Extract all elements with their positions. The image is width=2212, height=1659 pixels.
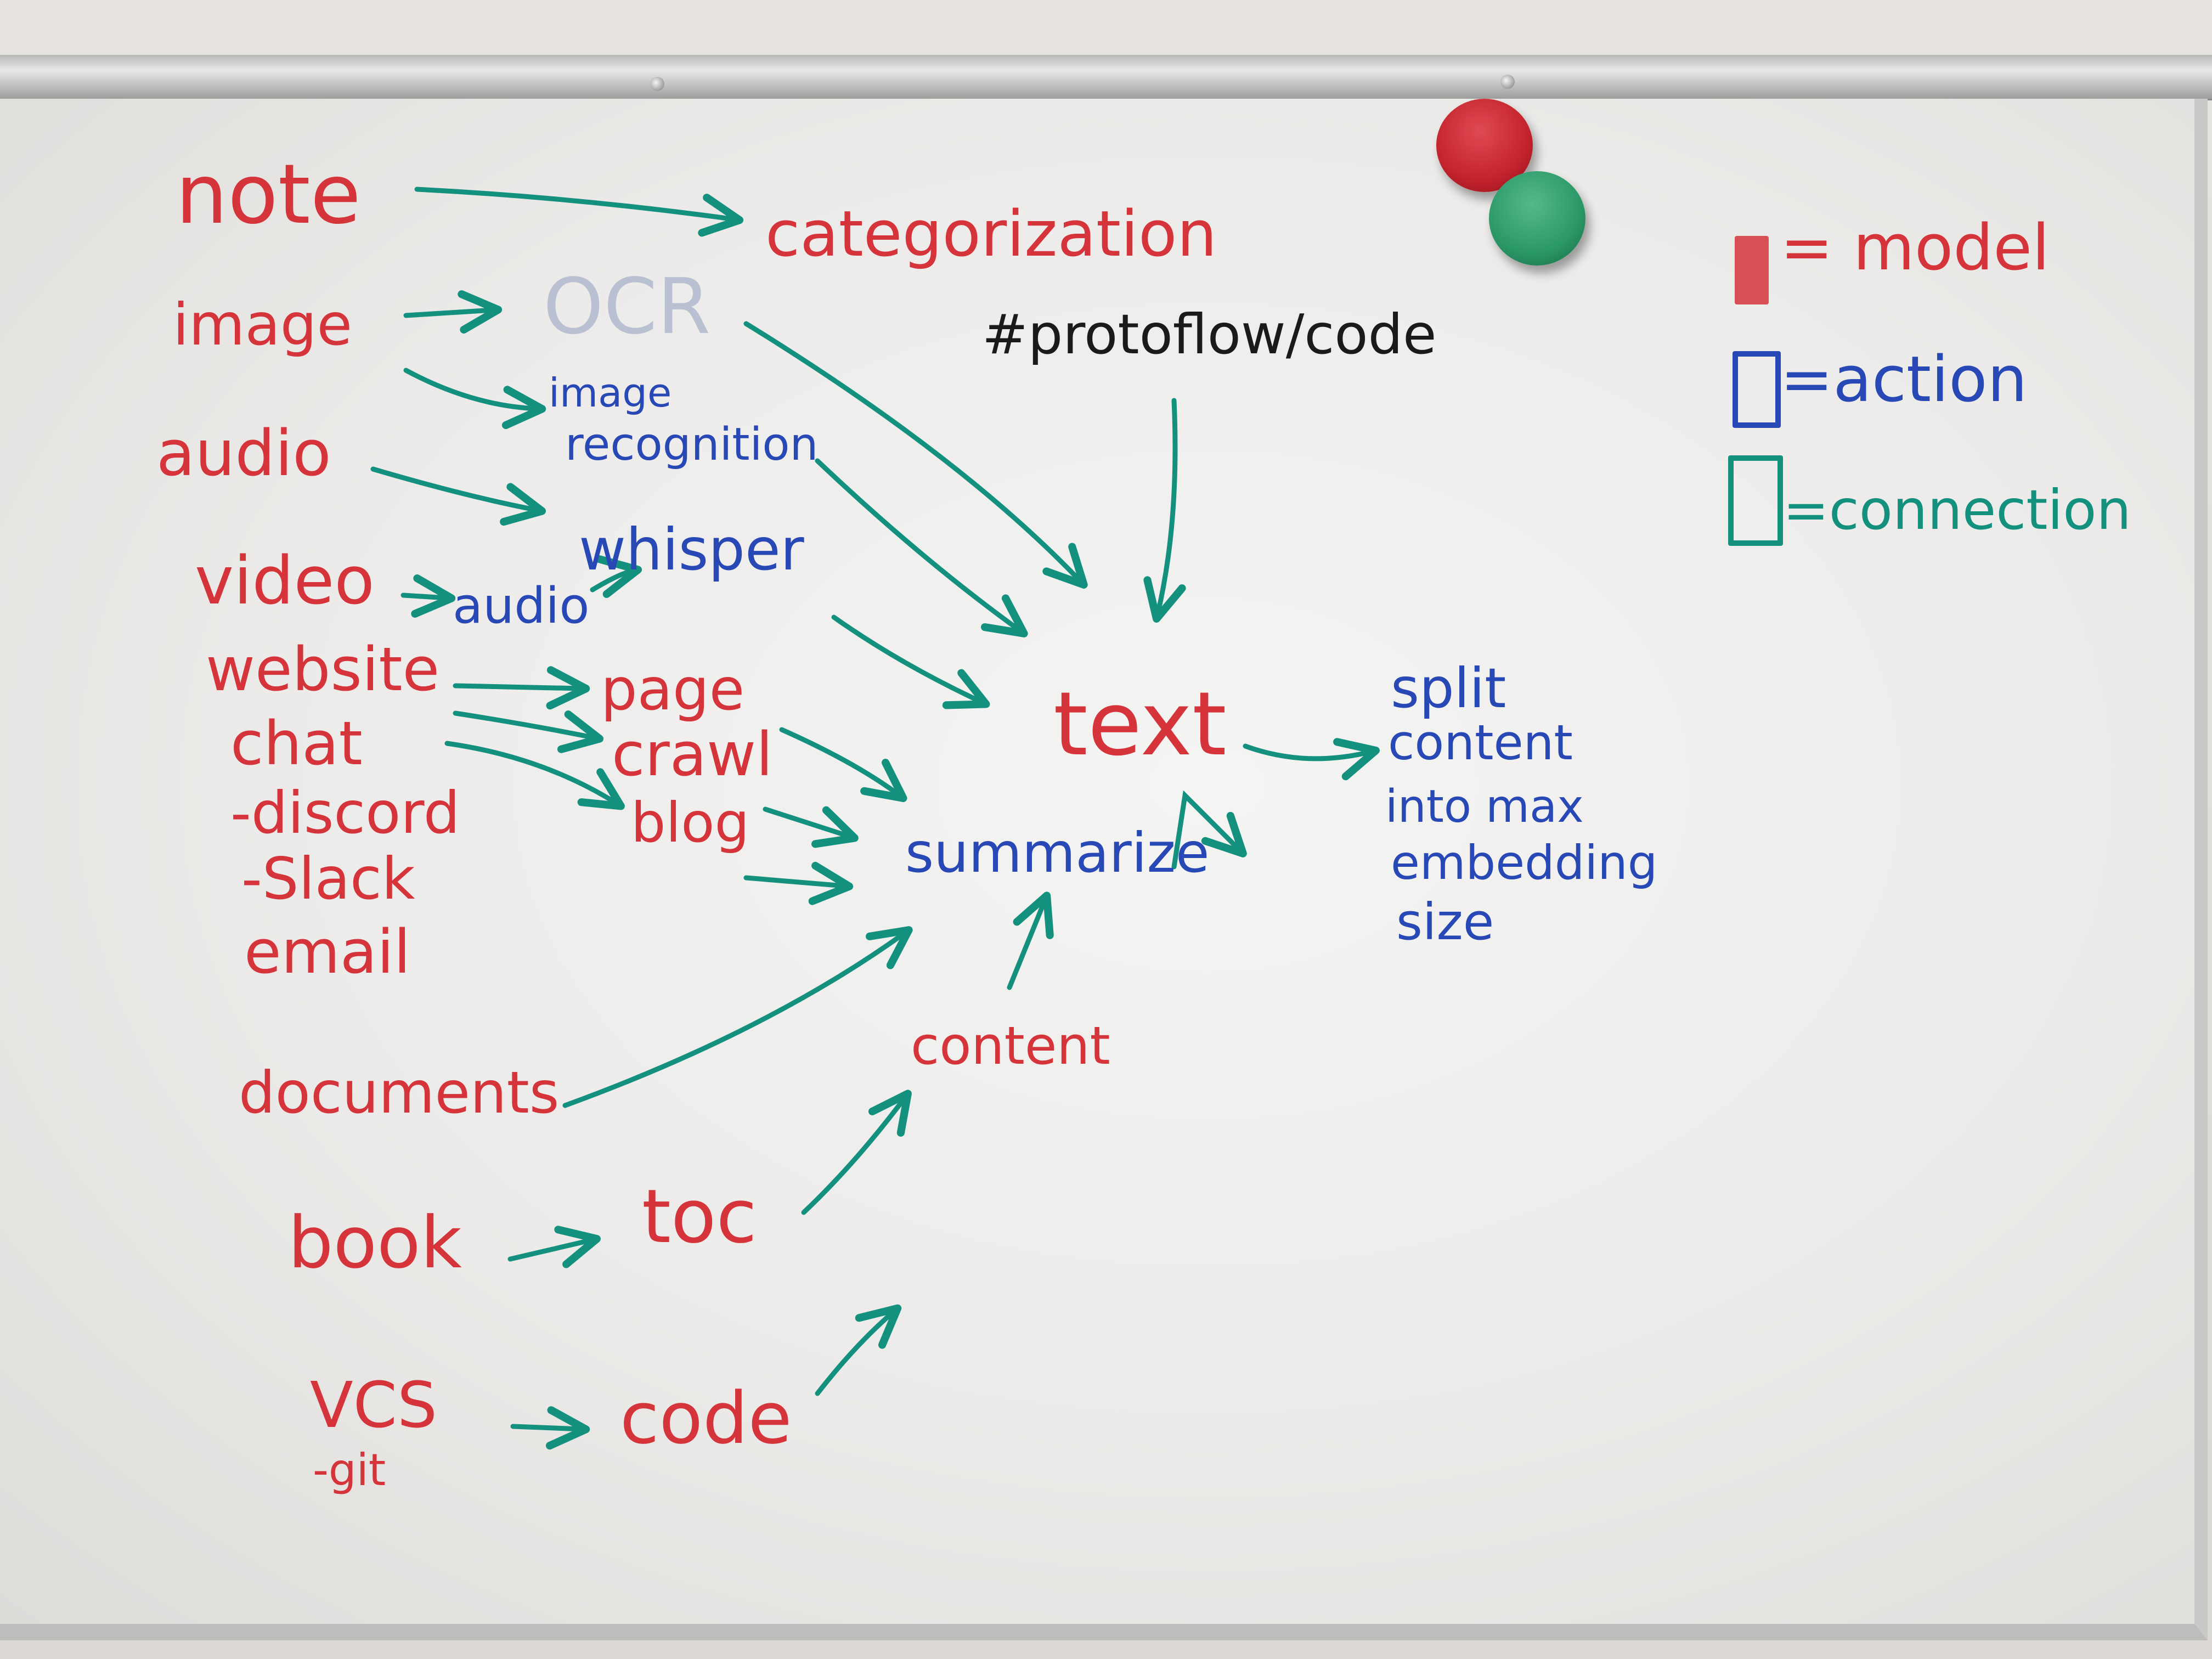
node-note: note xyxy=(176,147,361,242)
arrow-summarize-text xyxy=(1171,790,1247,870)
node-split-line3: into max xyxy=(1385,781,1584,833)
node-discord: -discord xyxy=(230,780,460,847)
arrow-code-content xyxy=(815,1304,902,1396)
node-content: content xyxy=(911,1016,1110,1076)
arrow-ocr-text xyxy=(743,321,1088,589)
legend-connection-label: =connection xyxy=(1783,478,2131,542)
node-chat: chat xyxy=(230,708,363,778)
node-crawl: crawl xyxy=(612,719,773,789)
node-whisper: whisper xyxy=(579,516,804,583)
node-summarize: summarize xyxy=(905,821,1210,885)
arrow-toc-content xyxy=(801,1090,912,1215)
node-ocr: OCR xyxy=(543,262,711,352)
arrow-video-audio xyxy=(400,574,456,618)
node-image: image xyxy=(173,291,353,358)
node-video: video xyxy=(195,543,375,619)
arrow-whisper-text xyxy=(831,614,990,709)
node-split-line1: split xyxy=(1391,656,1506,720)
node-vcs: VCS xyxy=(310,1369,437,1442)
node-image-recognition-line2: recognition xyxy=(565,419,819,471)
legend-connection-swatch xyxy=(1728,455,1783,546)
node-split-line4: embedding xyxy=(1391,836,1658,890)
arrow-image-recognition xyxy=(403,368,546,430)
arrow-audio-whisper xyxy=(370,466,546,526)
whiteboard xyxy=(0,99,2208,1640)
frame-screw-left xyxy=(650,77,664,91)
node-protoflow-code-tag: #protoflow/code xyxy=(982,302,1437,366)
arrow-blog-summarize xyxy=(763,806,859,848)
node-categorization: categorization xyxy=(765,198,1217,271)
node-code: code xyxy=(620,1376,792,1460)
node-email: email xyxy=(244,917,411,987)
legend-model-label: = model xyxy=(1780,211,2050,285)
legend-action-label: =action xyxy=(1780,343,2028,416)
node-website: website xyxy=(206,634,440,704)
node-split-line2: content xyxy=(1388,714,1573,771)
legend-model-swatch xyxy=(1735,236,1769,304)
node-documents: documents xyxy=(239,1059,560,1126)
arrow-vcs-code xyxy=(510,1406,590,1450)
arrow-audio-whisper2 xyxy=(590,555,642,598)
node-text: text xyxy=(1053,673,1227,775)
node-page: page xyxy=(601,656,745,723)
arrow-image-ocr xyxy=(403,290,503,334)
arrow-note-categorization xyxy=(414,187,744,237)
arrow-book-toc xyxy=(507,1226,601,1268)
arrow-content-summarize xyxy=(1007,891,1054,990)
node-blog: blog xyxy=(631,791,749,855)
node-split-line5: size xyxy=(1396,893,1494,951)
node-git: -git xyxy=(313,1444,386,1496)
arrow-blog-summarize2 xyxy=(743,861,854,905)
arrow-recognition-text xyxy=(815,458,1028,637)
node-image-recognition-line1: image xyxy=(549,370,672,416)
arrow-text-split xyxy=(1243,738,1380,781)
legend-action-swatch xyxy=(1733,351,1781,428)
node-toc: toc xyxy=(642,1173,757,1260)
node-slack: -Slack xyxy=(241,845,415,912)
arrow-documents-summarize xyxy=(562,926,913,1108)
green-magnet[interactable] xyxy=(1489,171,1585,266)
arrow-protoflow-text xyxy=(1143,398,1186,623)
arrow-website-blog xyxy=(444,741,625,810)
arrow-website-page xyxy=(453,666,590,710)
node-audio: audio xyxy=(156,417,331,490)
arrow-website-crawl xyxy=(453,710,604,753)
frame-screw-right xyxy=(1500,75,1515,89)
arrow-crawl-summarize xyxy=(779,727,907,802)
node-book: book xyxy=(288,1201,462,1284)
node-audio-extract: audio xyxy=(453,577,590,635)
